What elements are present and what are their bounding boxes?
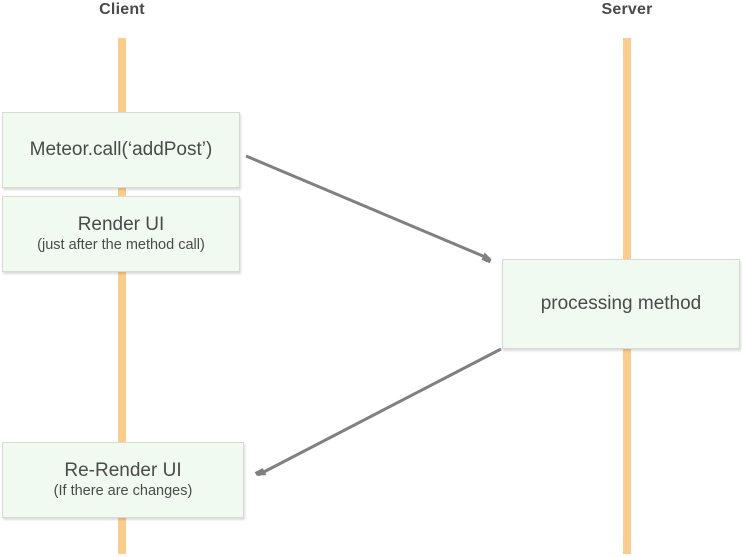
node-re-render-ui: Re-Render UI (If there are changes) (2, 442, 244, 518)
node-processing-method: processing method (502, 259, 740, 349)
node-processing-method-label: processing method (540, 293, 702, 315)
node-render-ui-sublabel: (just after the method call) (37, 237, 205, 254)
node-meteor-call-label: Meteor.call(‘addPost’) (29, 139, 213, 161)
node-render-ui-label: Render UI (77, 213, 165, 235)
node-re-render-ui-label: Re-Render UI (64, 459, 182, 481)
node-render-ui: Render UI (just after the method call) (2, 196, 240, 272)
lane-label-server: Server (601, 1, 653, 18)
arrow-call-to-server (245, 154, 490, 259)
client-lifeline (118, 38, 126, 554)
arrow-server-to-rerender (258, 347, 502, 477)
node-re-render-ui-sublabel: (If there are changes) (53, 483, 193, 500)
node-meteor-call: Meteor.call(‘addPost’) (2, 112, 240, 188)
lane-label-client: Client (99, 1, 145, 18)
